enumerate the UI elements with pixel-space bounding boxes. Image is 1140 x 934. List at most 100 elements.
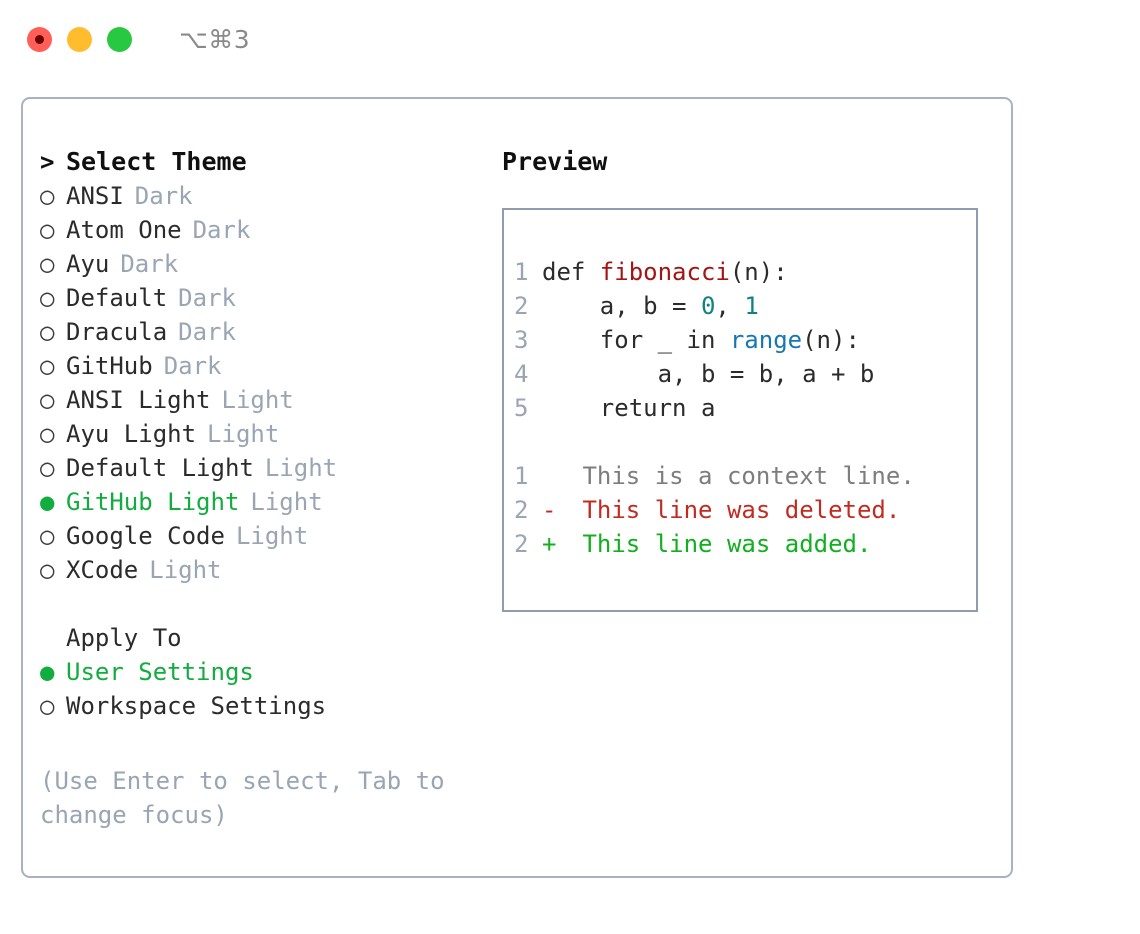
theme-variant-tag: Dark	[134, 182, 193, 210]
theme-name-label: Default Light	[66, 454, 254, 482]
minimize-button[interactable]	[67, 26, 92, 52]
code-line-content: a, b = 0, 1	[542, 289, 759, 323]
apply-to-option-label: User Settings	[66, 658, 254, 686]
apply-to-list: ●User Settings ○ Workspace Settings	[40, 655, 480, 723]
theme-list-item[interactable]: ○ ANSI Light Light	[40, 383, 480, 417]
code-line: 2 a, b = 0, 1	[504, 289, 976, 323]
theme-name-label: Ayu	[66, 250, 110, 278]
theme-name-label: Atom One	[66, 216, 182, 244]
code-line: 3 for _ in range(n):	[504, 323, 976, 357]
radio-unselected-icon: ○	[40, 386, 55, 414]
theme-list-item[interactable]: ○ Atom One Dark	[40, 213, 480, 247]
title-bar: ⌥⌘3	[0, 0, 1140, 78]
diff-line-text: This line was added.	[568, 530, 872, 558]
theme-variant-tag: Light	[250, 488, 323, 516]
diff-line-text: This is a context line.	[568, 462, 915, 490]
theme-name-label: Google Code	[66, 522, 225, 550]
apply-to-marker-placeholder: ○	[40, 621, 66, 655]
radio-unselected-icon: ○	[40, 284, 55, 312]
radio-unselected-icon: ○	[40, 250, 55, 278]
radio-unselected-icon: ○	[40, 420, 55, 448]
radio-unselected-icon: ○	[40, 318, 55, 346]
theme-list-item[interactable]: ○ Ayu Light Light	[40, 417, 480, 451]
code-line-content: a, b = b, a + b	[542, 357, 875, 391]
close-button[interactable]	[27, 26, 52, 52]
apply-to-option[interactable]: ●User Settings	[40, 655, 480, 689]
code-line-content: return a	[542, 391, 716, 425]
code-token: ,	[715, 292, 745, 320]
theme-list-item[interactable]: ● GitHub Light Light	[40, 485, 480, 519]
theme-name-label: Ayu Light	[66, 420, 197, 448]
theme-list-item[interactable]: ○ Dracula Dark	[40, 315, 480, 349]
theme-variant-tag: Dark	[192, 216, 251, 244]
radio-selected-icon: ●	[40, 488, 55, 516]
theme-name-label: Dracula	[66, 318, 168, 346]
theme-variant-tag: Dark	[120, 250, 179, 278]
theme-list-item[interactable]: ○ XCode Light	[40, 553, 480, 587]
radio-unselected-icon: ○	[40, 182, 55, 210]
code-token: a, b = b, a + b	[542, 360, 875, 388]
diff-line-text: This line was deleted.	[568, 496, 901, 524]
theme-variant-tag: Light	[149, 556, 222, 584]
theme-variant-tag: Dark	[178, 284, 236, 312]
radio-unselected-icon: ○	[40, 352, 55, 380]
apply-to-heading: ○Apply To	[40, 621, 480, 655]
code-line: 4 a, b = b, a + b	[504, 357, 976, 391]
code-token: 0	[700, 292, 716, 320]
code-token: fibonacci	[599, 258, 730, 286]
code-line-number: 1	[514, 258, 529, 286]
theme-name-label: GitHub Light	[66, 488, 240, 516]
apply-to-option-label: Workspace Settings	[66, 692, 327, 720]
code-line-number: 5	[514, 394, 529, 422]
theme-list-item[interactable]: ○ Default Light Light	[40, 451, 480, 485]
theme-variant-tag: Light	[207, 420, 280, 448]
diff-line-number: 2	[514, 496, 529, 524]
code-line: 1 def fibonacci(n):	[504, 255, 976, 289]
theme-list-item[interactable]: ○ Default Dark	[40, 281, 480, 315]
code-token: for _ in	[542, 326, 730, 354]
diff-line: 2 + This line was added.	[504, 527, 976, 561]
code-token: return a	[542, 394, 716, 422]
diff-sign: +	[542, 530, 557, 558]
code-line-content: for _ in range(n):	[542, 323, 860, 357]
code-line: 5 return a	[504, 391, 976, 425]
radio-unselected-icon: ○	[40, 522, 55, 550]
theme-name-label: ANSI Light	[66, 386, 211, 414]
theme-name-label: Default	[66, 284, 168, 312]
code-diff-spacer	[504, 425, 976, 459]
diff-line: 1 This is a context line.	[504, 459, 976, 493]
radio-unselected-icon: ○	[40, 216, 55, 244]
maximize-button[interactable]	[107, 26, 132, 52]
diff-sign	[542, 459, 568, 493]
radio-unselected-icon: ○	[40, 454, 55, 482]
prompt-caret-icon: >	[40, 148, 55, 176]
diff-line-number: 2	[514, 530, 529, 558]
code-token: def	[542, 258, 600, 286]
theme-variant-tag: Dark	[178, 318, 236, 346]
theme-name-label: GitHub	[66, 352, 153, 380]
code-token: (n):	[729, 258, 788, 286]
radio-unselected-icon: ○	[40, 692, 55, 720]
theme-variant-tag: Light	[264, 454, 338, 482]
theme-list-item[interactable]: ○ Ayu Dark	[40, 247, 480, 281]
apply-to-option[interactable]: ○ Workspace Settings	[40, 689, 480, 723]
code-token: (n):	[802, 326, 860, 354]
diff-line-number: 1	[514, 462, 529, 490]
theme-variant-tag: Light	[221, 386, 294, 414]
radio-unselected-icon: ○	[40, 556, 55, 584]
code-line-number: 4	[514, 360, 529, 388]
theme-name-label: XCode	[66, 556, 139, 584]
select-theme-heading-label: Select Theme	[66, 147, 247, 176]
keyboard-hint: (Use Enter to select, Tab to change focu…	[40, 767, 445, 829]
diff-line: 2- This line was deleted.	[504, 493, 976, 527]
diff-sample: 1 This is a context line.2- This line wa…	[504, 459, 976, 561]
